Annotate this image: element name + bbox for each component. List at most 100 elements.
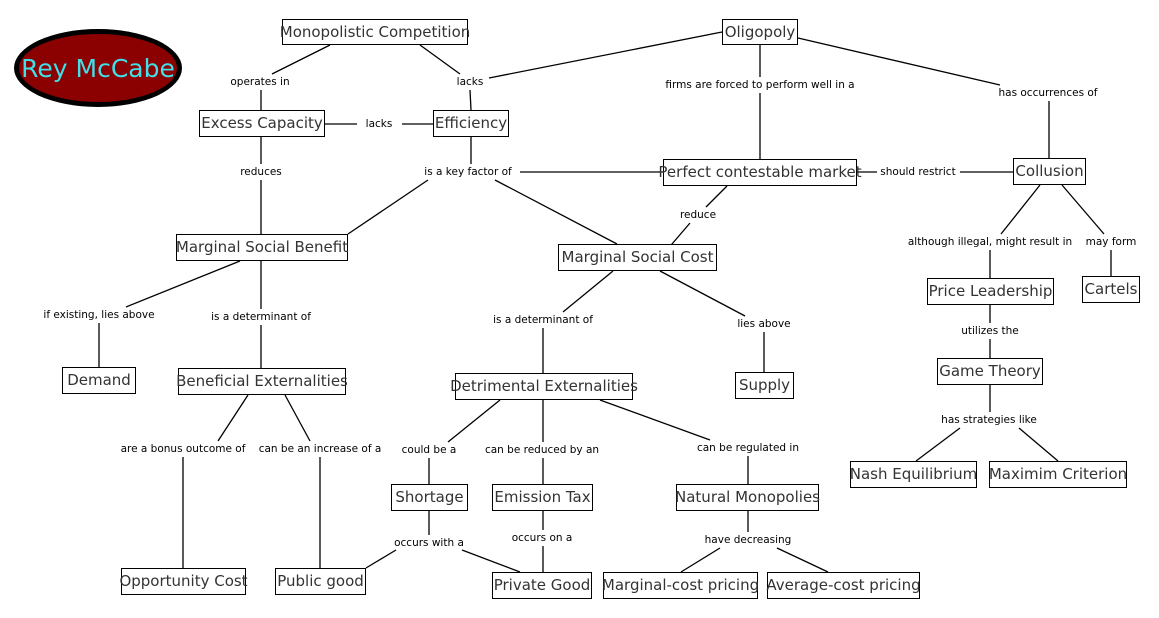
- node-label: Beneficial Externalities: [176, 372, 348, 390]
- node-shortage[interactable]: Shortage: [391, 484, 468, 511]
- edge-label-lacks_mc_eff: lacks: [455, 75, 485, 88]
- node-excess_capacity[interactable]: Excess Capacity: [199, 110, 325, 137]
- node-perfect_contestable_market[interactable]: Perfect contestable market: [658, 159, 862, 186]
- edge-have_decreasing-to-marginal_cost_pricing: [680, 547, 721, 573]
- node-label: Demand: [67, 371, 131, 389]
- edge-perfect_contestable_market-to-reduce: [705, 185, 728, 208]
- edge-collusion-to-may_form: [1061, 184, 1105, 235]
- edge-occurs_with_a-to-private_good: [461, 549, 521, 573]
- title-badge: Rey McCabe: [14, 29, 182, 107]
- edge-label-reduces: reduces: [239, 165, 283, 178]
- node-label: Public good: [277, 572, 364, 590]
- edge-marginal_social_cost-to-lies_above: [659, 270, 746, 317]
- edge-occurs_with_a-to-public_good: [365, 549, 397, 569]
- edge-label-have_decreasing: have decreasing: [703, 533, 793, 546]
- title-badge-label: Rey McCabe: [21, 53, 175, 83]
- node-label: Supply: [738, 376, 791, 394]
- edge-has_strategies_like-to-nash_equilibrium: [915, 427, 961, 462]
- node-label: Emission Tax: [494, 488, 591, 506]
- edge-has_strategies_like-to-maximim_criterion: [1018, 427, 1059, 462]
- node-marginal_cost_pricing[interactable]: Marginal-cost pricing: [601, 572, 760, 599]
- node-label: Shortage: [395, 488, 464, 506]
- edge-label-can_be_regulated_in: can be regulated in: [695, 441, 801, 454]
- edge-label-has_occurrences_of: has occurrences of: [997, 86, 1099, 99]
- node-monopolistic_competition[interactable]: Monopolistic Competition: [279, 19, 471, 45]
- node-marginal_social_cost[interactable]: Marginal Social Cost: [558, 244, 717, 271]
- node-maximim_criterion[interactable]: Maximim Criterion: [989, 461, 1127, 488]
- edge-label-can_be_an_increase_of_a: can be an increase of a: [257, 442, 383, 455]
- edge-is_a_key_factor_of-to-marginal_social_benefit: [347, 179, 429, 235]
- edge-label-may_form: may form: [1084, 235, 1138, 248]
- edge-label-operates_in: operates in: [229, 75, 291, 88]
- edge-label-although_illegal: although illegal, might result in: [906, 235, 1074, 248]
- edge-beneficial_externalities-to-are_a_bonus_outcome_of: [217, 394, 249, 442]
- node-average_cost_pricing[interactable]: Average-cost pricing: [766, 572, 921, 599]
- node-label: Cartels: [1084, 280, 1138, 298]
- edge-label-is_a_determinant_of_msc: is a determinant of: [492, 313, 594, 326]
- node-label: Marginal-cost pricing: [601, 576, 760, 594]
- edge-label-lies_above: lies above: [736, 317, 792, 330]
- edge-label-should_restrict: should restrict: [879, 165, 957, 178]
- node-oligopoly[interactable]: Oligopoly: [722, 19, 798, 45]
- node-label: Monopolistic Competition: [279, 22, 471, 41]
- node-marginal_social_benefit[interactable]: Marginal Social Benefit: [176, 234, 348, 261]
- edge-label-utilizes_the: utilizes the: [960, 324, 1020, 337]
- edge-have_decreasing-to-average_cost_pricing: [776, 547, 829, 573]
- node-natural_monopolies[interactable]: Natural Monopolies: [675, 484, 820, 511]
- edge-label-if_existing_lies_above: if existing, lies above: [42, 308, 156, 321]
- node-label: Price Leadership: [928, 282, 1053, 300]
- node-efficiency[interactable]: Efficiency: [433, 110, 509, 137]
- node-label: Private Good: [493, 576, 591, 594]
- node-supply[interactable]: Supply: [735, 372, 794, 399]
- node-label: Collusion: [1015, 162, 1084, 180]
- edge-label-could_be_a: could be a: [400, 443, 458, 456]
- node-emission_tax[interactable]: Emission Tax: [492, 484, 593, 511]
- edge-monopolistic_competition-to-operates_in: [271, 44, 331, 75]
- node-detrimental_externalities[interactable]: Detrimental Externalities: [450, 373, 638, 400]
- node-label: Average-cost pricing: [766, 576, 921, 594]
- edge-label-has_strategies_like: has strategies like: [940, 413, 1038, 426]
- edge-beneficial_externalities-to-can_be_an_increase_of_a: [284, 394, 311, 442]
- node-label: Marginal Social Benefit: [175, 238, 349, 256]
- edge-label-occurs_with_a: occurs with a: [393, 536, 465, 549]
- node-game_theory[interactable]: Game Theory: [937, 358, 1043, 385]
- edge-detrimental_externalities-to-could_be_a: [447, 399, 501, 443]
- node-label: Game Theory: [939, 362, 1041, 380]
- edge-marginal_social_benefit-to-if_existing_lies_above: [125, 260, 241, 308]
- edge-label-reduce: reduce: [678, 208, 718, 221]
- edge-monopolistic_competition-to-lacks_mc_eff: [419, 44, 461, 75]
- edge-collusion-to-although_illegal: [1000, 184, 1041, 235]
- node-label: Perfect contestable market: [658, 163, 862, 181]
- node-nash_equilibrium[interactable]: Nash Equilibrium: [850, 461, 977, 488]
- edge-lacks_mc_eff-to-efficiency: [469, 89, 472, 111]
- edge-label-is_a_determinant_of_msb: is a determinant of: [210, 310, 312, 323]
- node-price_leadership[interactable]: Price Leadership: [927, 278, 1054, 305]
- node-label: Excess Capacity: [201, 114, 323, 132]
- node-demand[interactable]: Demand: [62, 367, 136, 394]
- edge-label-can_be_reduced_by_an: can be reduced by an: [483, 443, 601, 456]
- node-label: Oligopoly: [724, 22, 796, 41]
- node-label: Detrimental Externalities: [450, 377, 638, 395]
- node-label: Natural Monopolies: [675, 488, 820, 506]
- edge-label-is_a_key_factor_of: is a key factor of: [423, 165, 513, 178]
- node-opportunity_cost[interactable]: Opportunity Cost: [119, 568, 248, 595]
- edge-oligopoly-to-lacks_mc_eff: [488, 31, 723, 79]
- node-label: Nash Equilibrium: [849, 465, 978, 483]
- edge-is_a_key_factor_of-to-marginal_social_cost: [494, 179, 618, 245]
- node-label: Opportunity Cost: [119, 572, 248, 590]
- edge-detrimental_externalities-to-can_be_regulated_in: [599, 399, 711, 441]
- node-collusion[interactable]: Collusion: [1013, 158, 1086, 185]
- node-cartels[interactable]: Cartels: [1082, 276, 1140, 303]
- edge-label-are_a_bonus_outcome_of: are a bonus outcome of: [119, 442, 247, 455]
- node-label: Maximim Criterion: [988, 465, 1128, 483]
- edge-label-occurs_on_a: occurs on a: [510, 531, 574, 544]
- node-public_good[interactable]: Public good: [275, 568, 366, 595]
- node-label: Marginal Social Cost: [561, 248, 714, 266]
- edge-marginal_social_cost-to-is_a_determinant_of_msc: [562, 270, 614, 313]
- node-private_good[interactable]: Private Good: [492, 572, 592, 599]
- edge-label-lacks_ec_eff: lacks: [364, 117, 394, 130]
- node-beneficial_externalities[interactable]: Beneficial Externalities: [176, 368, 348, 395]
- node-label: Efficiency: [434, 114, 508, 132]
